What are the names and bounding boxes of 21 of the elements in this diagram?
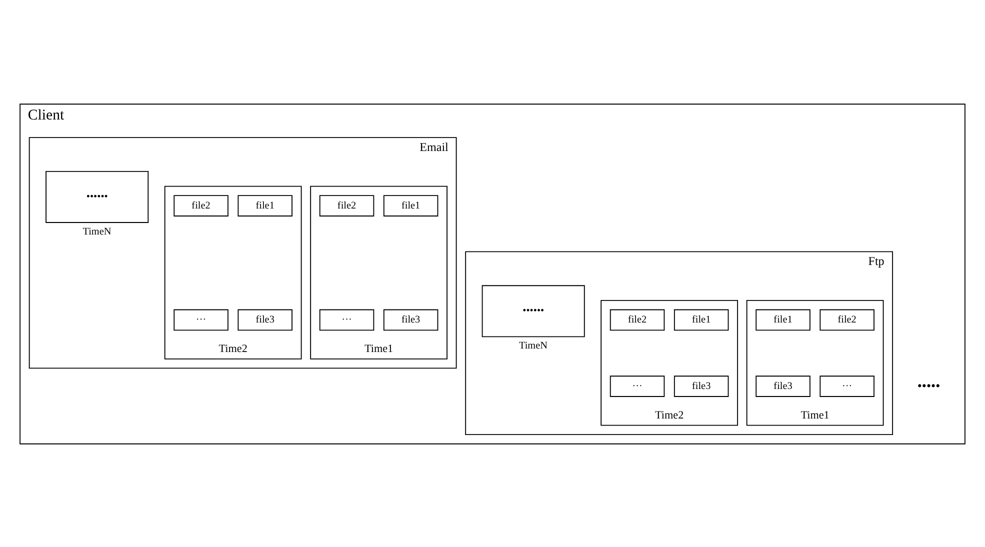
node-box: •••••• [46, 170, 149, 222]
node-box: file1 [756, 308, 810, 330]
label: ••••• [917, 377, 940, 392]
node-box: file3 [756, 375, 810, 396]
node-box: ··· [820, 375, 874, 396]
node-box: file1 [383, 194, 438, 216]
node-box: file3 [674, 375, 729, 396]
node-label: TimeN [82, 226, 112, 237]
node-box: ··· [174, 308, 228, 330]
node-box: file2 [820, 308, 874, 330]
node-box: •••••• [482, 284, 585, 337]
node-box: ··· [319, 308, 374, 330]
node-box: file2 [610, 308, 665, 330]
node-box: file1 [238, 194, 292, 216]
node-box: file2 [174, 194, 228, 216]
node-box: ··· [610, 375, 665, 396]
node-label: TimeN [518, 340, 548, 352]
node-box: file3 [238, 308, 292, 330]
node-box: file3 [383, 308, 438, 330]
node-box: file2 [319, 194, 374, 216]
node-box: file1 [674, 308, 729, 330]
